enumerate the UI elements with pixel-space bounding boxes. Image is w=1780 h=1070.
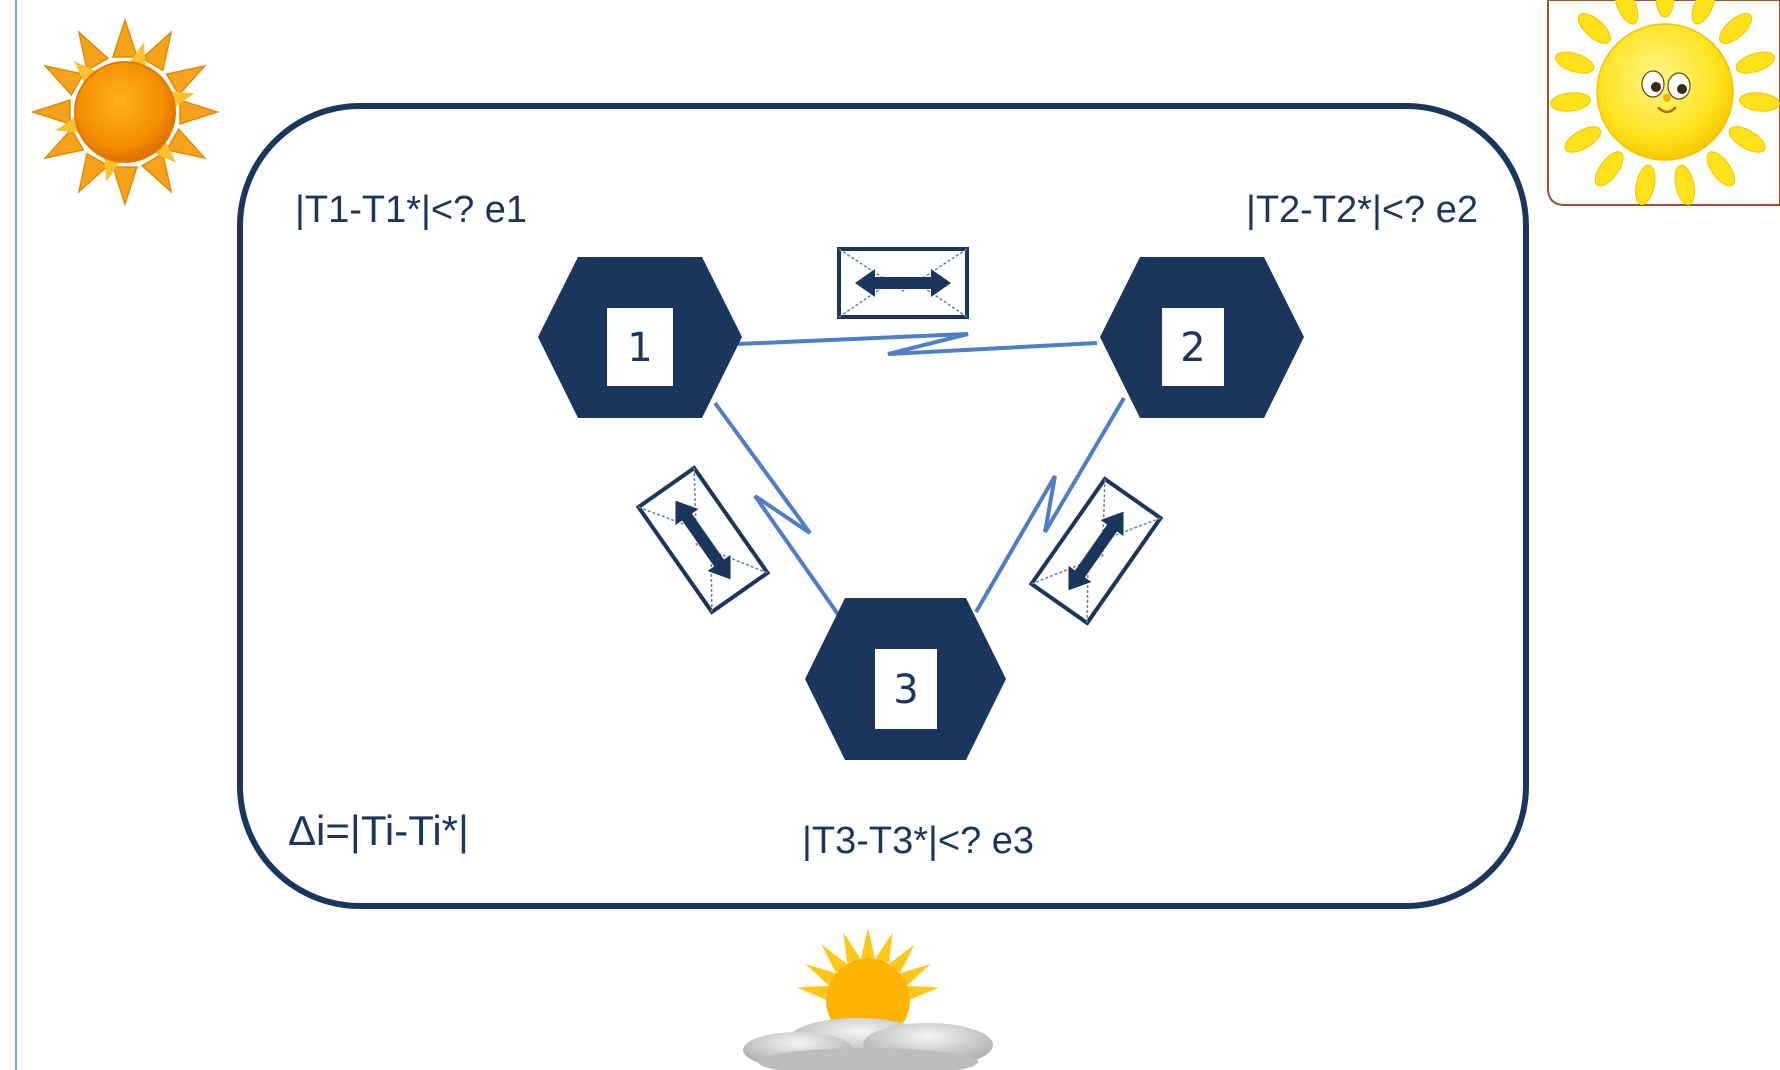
smiling-sun-icon (1547, 0, 1780, 206)
message-envelope-1-2 (837, 247, 969, 319)
link-1-3 (713, 401, 844, 622)
node-2-condition: |T2-T2*|<? e2 (1246, 189, 1478, 231)
network-frame (237, 103, 1529, 909)
sun-behind-cloud-icon (743, 928, 993, 1070)
link-1-2 (737, 332, 1098, 356)
node-2-label: 2 (1180, 325, 1205, 371)
orange-sun-icon (30, 17, 220, 207)
node-3: 3 (805, 598, 1006, 760)
link-2-3 (974, 396, 1126, 614)
node-3-label: 3 (893, 667, 918, 713)
node-1-condition: |T1-T1*|<? e1 (295, 189, 527, 231)
message-envelope-2-3 (1028, 476, 1164, 626)
node-1-label: 1 (627, 325, 652, 371)
node-2: 2 (1100, 257, 1304, 418)
node-3-condition: |T3-T3*|<? e3 (802, 820, 1034, 862)
node-1: 1 (538, 257, 742, 418)
message-envelope-1-3 (635, 465, 771, 615)
delta-formula: Δi=|Ti-Ti*| (288, 807, 469, 854)
